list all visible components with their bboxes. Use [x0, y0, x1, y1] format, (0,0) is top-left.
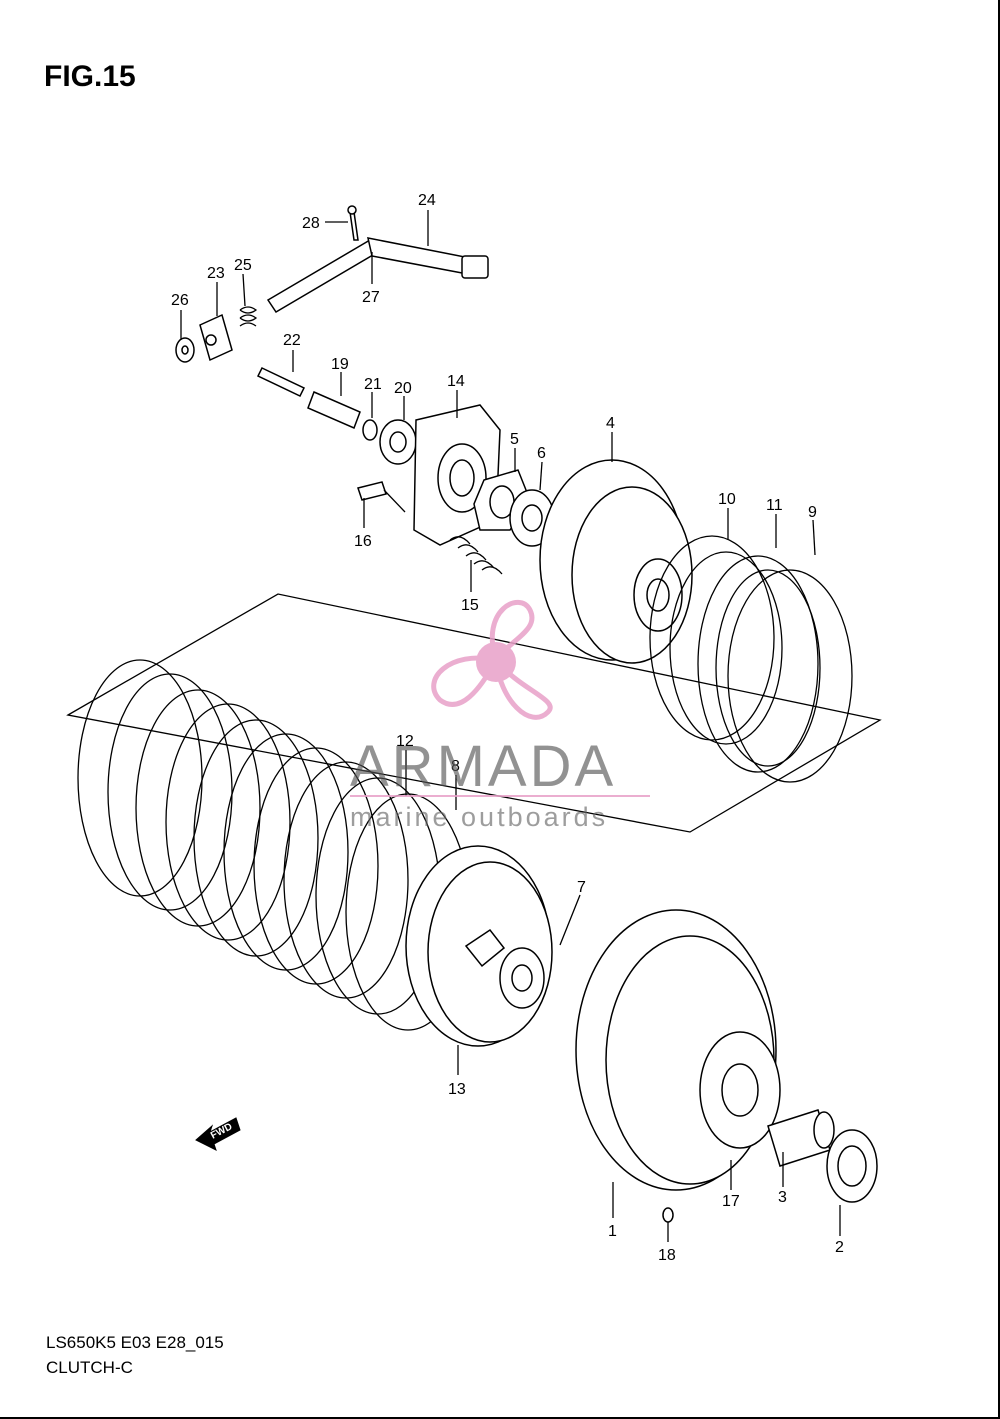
callout-26: 26 [171, 292, 189, 309]
callout-11: 11 [766, 497, 783, 514]
callout-2: 2 [835, 1239, 844, 1256]
spacer-washer-pin [662, 1109, 878, 1223]
callout-7: 7 [577, 879, 586, 896]
bolt-and-spring [357, 481, 503, 575]
callout-18: 18 [658, 1247, 676, 1264]
callout-12: 12 [396, 733, 414, 750]
callout-27: 27 [362, 289, 380, 306]
callout-16: 16 [354, 533, 372, 550]
figure-title: FIG.15 [44, 60, 136, 93]
release-pins [256, 367, 417, 465]
callout-21: 21 [364, 376, 382, 393]
callout-labels: 1 2 3 4 5 6 7 8 9 10 11 12 13 14 15 16 1… [171, 192, 844, 1264]
fwd-arrow: FWD [195, 1117, 241, 1151]
section-name: CLUTCH-C [46, 1358, 133, 1377]
callout-25: 25 [234, 257, 252, 274]
callout-4: 4 [606, 415, 615, 432]
clutch-housing [575, 909, 781, 1191]
assembly-boundary [66, 593, 882, 833]
propeller-hub-icon [476, 642, 516, 682]
callout-6: 6 [537, 445, 546, 462]
spring-bracket [175, 306, 258, 363]
callout-22: 22 [283, 332, 301, 349]
callout-20: 20 [394, 380, 412, 397]
callout-8: 8 [451, 758, 460, 775]
callout-23: 23 [207, 265, 225, 282]
nut-and-washer [473, 469, 555, 547]
release-shaft [266, 205, 489, 314]
watermark-brand: ARMADA [350, 734, 616, 799]
callout-1: 1 [608, 1223, 617, 1240]
plate-stack [77, 659, 471, 1031]
callout-28: 28 [302, 215, 320, 232]
callout-14: 14 [447, 373, 465, 390]
callout-10: 10 [718, 491, 736, 508]
callout-17: 17 [722, 1193, 740, 1210]
propeller-icon [431, 599, 553, 720]
callout-19: 19 [331, 356, 349, 373]
callout-24: 24 [418, 192, 436, 209]
callout-13: 13 [448, 1081, 466, 1098]
watermark-tagline: marine outboards [350, 802, 608, 832]
fwd-arrow-icon [195, 1117, 241, 1151]
sleeve-hub [539, 459, 693, 664]
callout-5: 5 [510, 431, 519, 448]
callout-15: 15 [461, 597, 479, 614]
leader-lines [180, 210, 841, 1242]
callout-3: 3 [778, 1189, 787, 1206]
callout-9: 9 [808, 504, 817, 521]
watermark-logo: ARMADA marine outboards [350, 599, 650, 832]
clutch-hub [405, 845, 553, 1047]
model-code: LS650K5 E03 E28_015 [46, 1333, 224, 1352]
spring-rings [649, 535, 853, 783]
